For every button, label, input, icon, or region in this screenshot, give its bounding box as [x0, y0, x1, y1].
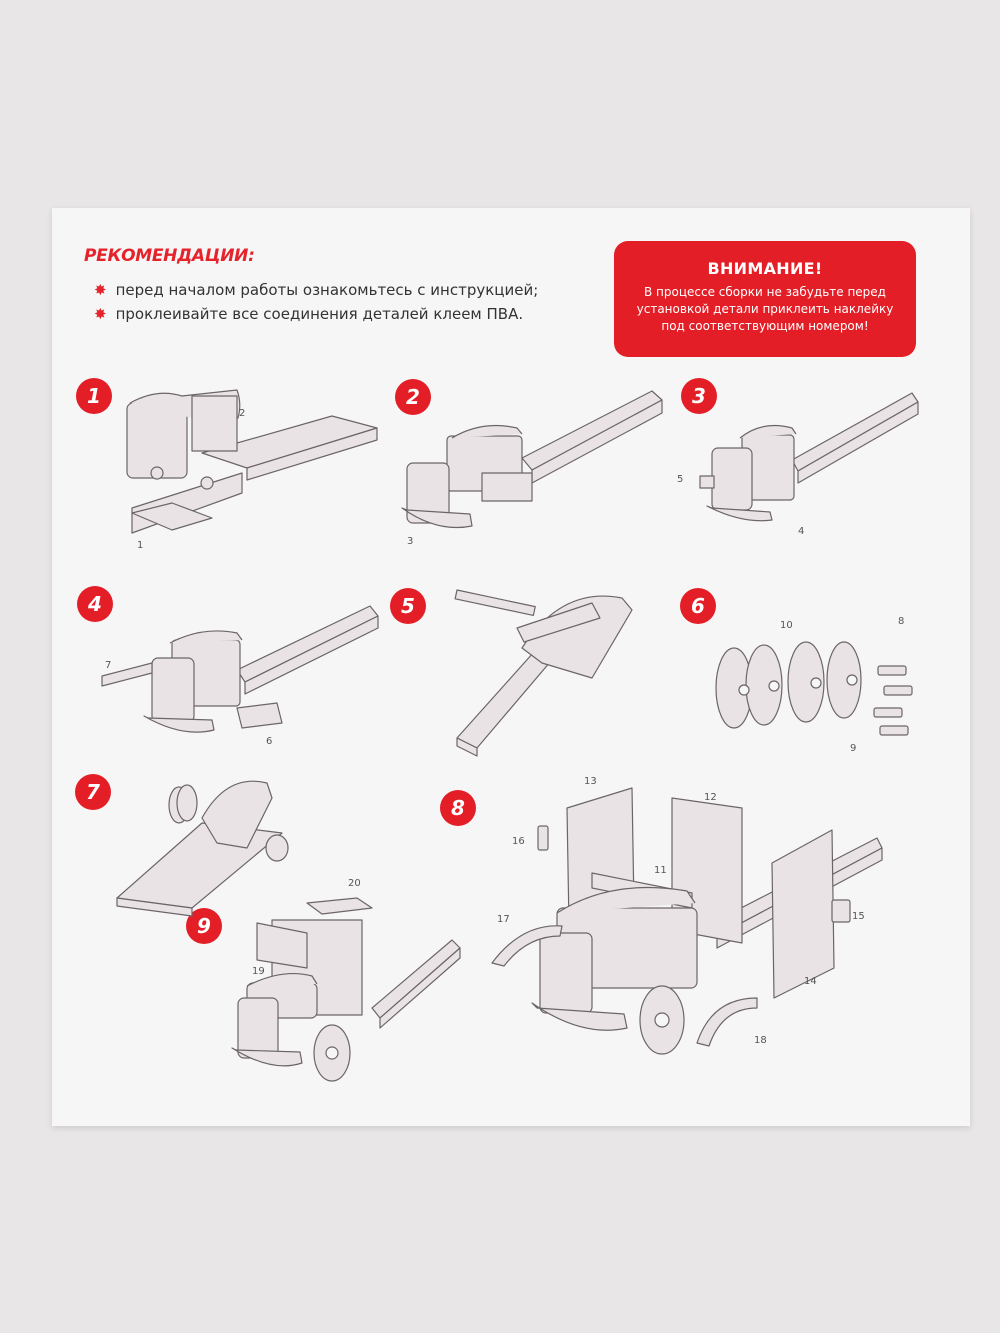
part-label: 15: [852, 911, 865, 922]
step-badge-5: 5: [390, 588, 426, 624]
step-2-drawing: [401, 390, 663, 529]
step-3-drawing: [699, 392, 919, 522]
recommendation-text: перед началом работы ознакомьтесь с инст…: [115, 281, 539, 299]
part-label: 1: [137, 540, 144, 551]
attention-line: установкой детали приклеить наклейку: [636, 302, 894, 316]
step-badge-7: 7: [75, 774, 111, 810]
part-label: 11: [654, 865, 667, 876]
attention-line: В процессе сборки не забудьте перед: [644, 285, 886, 299]
part-label: 12: [704, 792, 717, 803]
step-1-drawing: [126, 389, 378, 534]
bullet-star-icon: ✸: [94, 280, 107, 299]
bullet-star-icon: ✸: [94, 304, 107, 323]
step-badge-3: 3: [681, 378, 717, 414]
part-label: 14: [804, 976, 817, 987]
part-label: 10: [780, 620, 793, 631]
part-label: 9: [850, 743, 857, 754]
part-label: 16: [512, 836, 525, 847]
step-badge-2: 2: [395, 379, 431, 415]
recommendations-title: РЕКОМЕНДАЦИИ:: [84, 246, 255, 266]
step-badge-4: 4: [77, 586, 113, 622]
step-7-drawing: [116, 780, 289, 917]
part-label: 19: [252, 966, 265, 977]
instruction-sheet: РЕКОМЕНДАЦИИ: ✸ перед началом работы озн…: [52, 208, 970, 1126]
part-label: 13: [584, 776, 597, 787]
assembly-drawings: [101, 389, 919, 1082]
step-8-drawing: [491, 787, 883, 1055]
part-label: 2: [239, 408, 246, 419]
part-label: 7: [105, 660, 112, 671]
part-label: 3: [407, 536, 414, 547]
part-label: 20: [348, 878, 361, 889]
part-label: 4: [798, 526, 805, 537]
step-5-drawing: [454, 589, 633, 757]
attention-line: под соответствующим номером!: [661, 319, 869, 333]
recommendation-item: ✸ проклеивайте все соединения деталей кл…: [94, 305, 523, 323]
part-label: 8: [898, 616, 905, 627]
step-badge-1: 1: [76, 378, 112, 414]
part-label: 18: [754, 1035, 767, 1046]
part-label: 17: [497, 914, 510, 925]
part-label: 5: [677, 474, 684, 485]
attention-body: В процессе сборки не забудьте перед уста…: [614, 284, 916, 335]
step-6-drawing: [715, 641, 913, 736]
recommendation-text: проклеивайте все соединения деталей клее…: [115, 305, 524, 323]
attention-box: ВНИМАНИЕ! В процессе сборки не забудьте …: [614, 241, 916, 357]
attention-title: ВНИМАНИЕ!: [707, 259, 823, 278]
step-4-drawing: [101, 605, 379, 733]
step-badge-8: 8: [440, 790, 476, 826]
part-label: 6: [266, 736, 273, 747]
step-9-drawing: [231, 897, 461, 1082]
step-badge-6: 6: [680, 588, 716, 624]
recommendation-item: ✸ перед началом работы ознакомьтесь с ин…: [94, 281, 538, 299]
